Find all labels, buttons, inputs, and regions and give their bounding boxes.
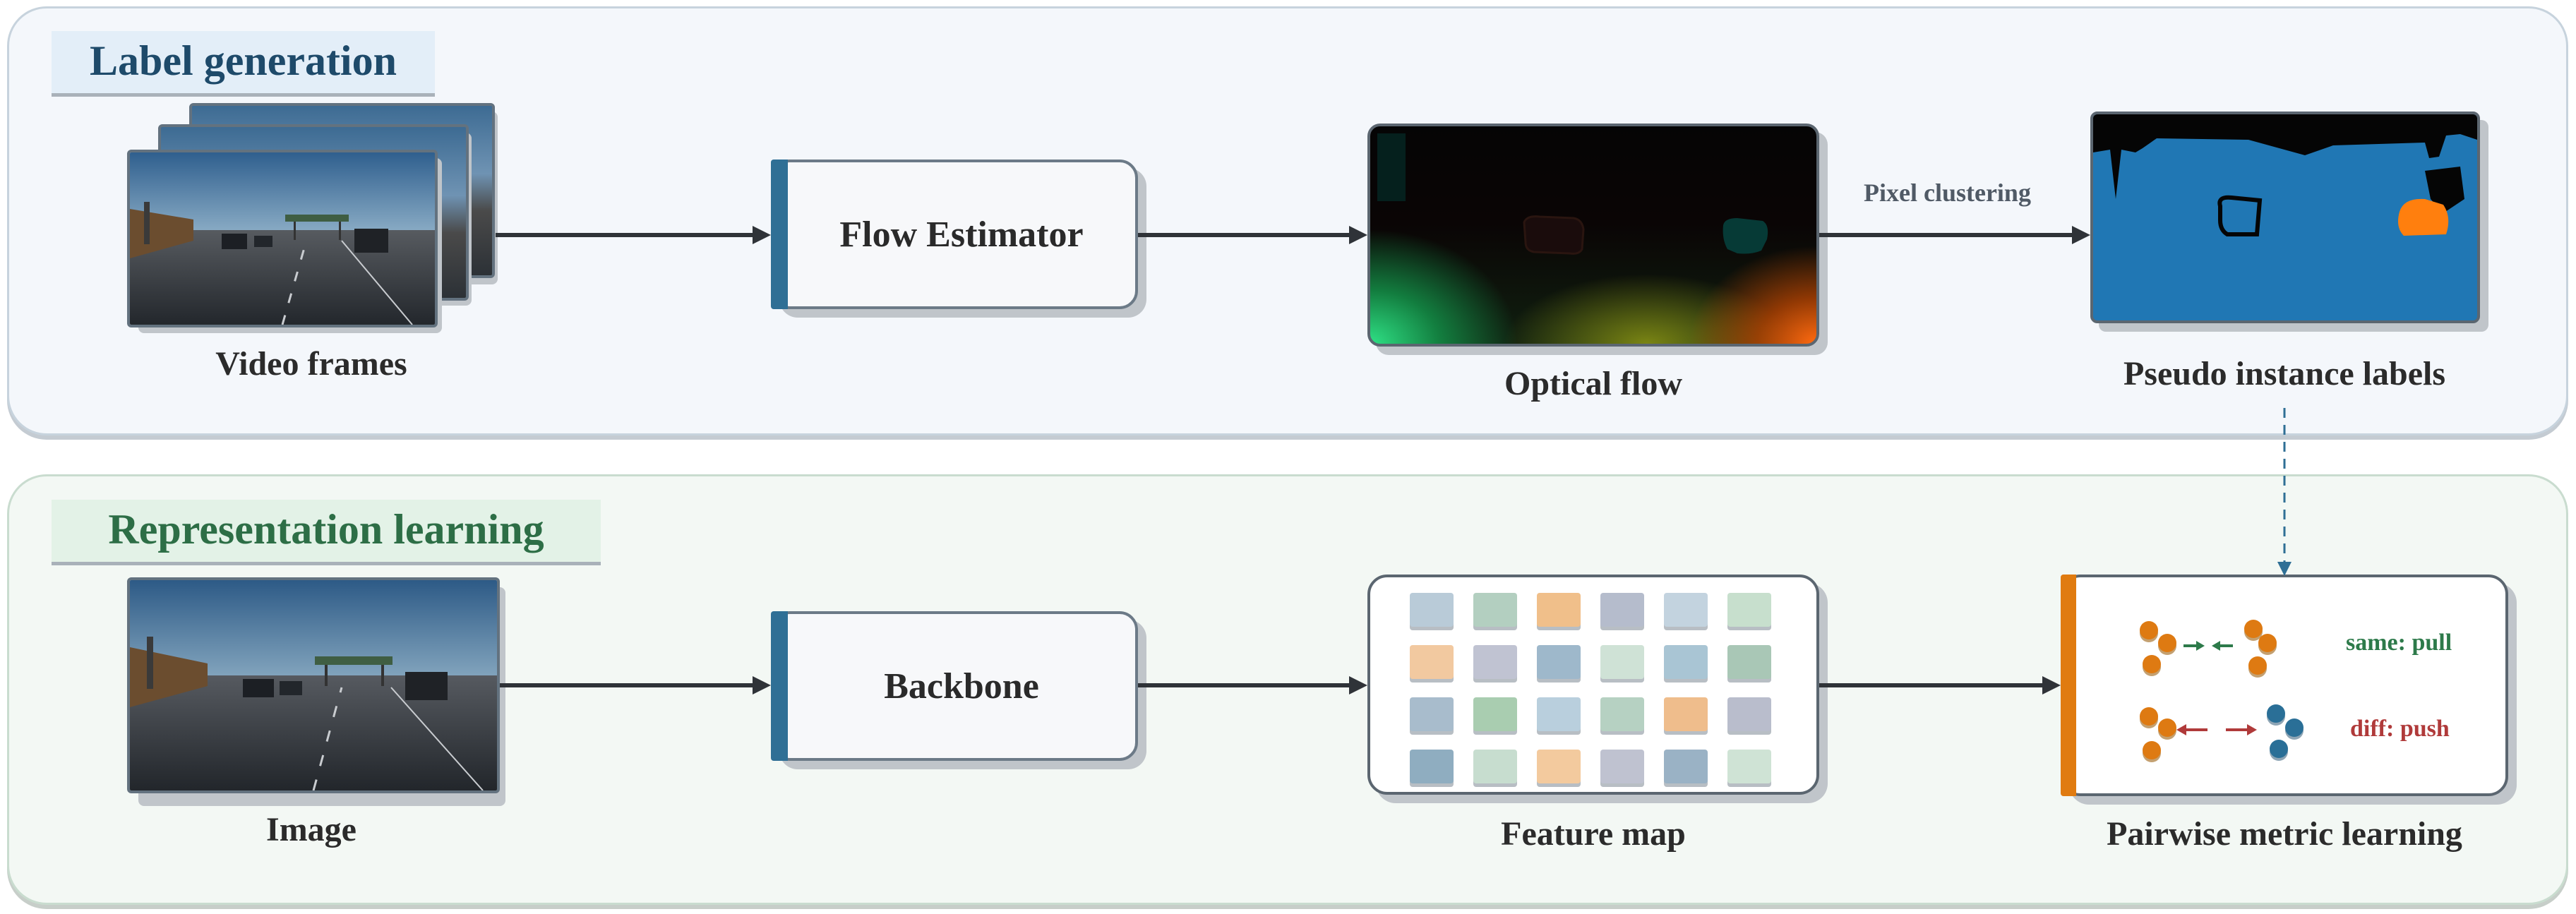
arrow-image-to-backbone bbox=[500, 676, 771, 694]
arrow-backbone-to-feature-map bbox=[1138, 676, 1367, 694]
orange-point bbox=[2140, 707, 2158, 726]
orange-point bbox=[2140, 621, 2158, 639]
orange-point bbox=[2244, 620, 2263, 638]
image-caption: Image bbox=[266, 811, 357, 848]
flow-estimator-label: Flow Estimator bbox=[839, 214, 1084, 255]
video-frames-caption: Video frames bbox=[215, 345, 407, 383]
dashed-arrow-labels-to-metric-learning bbox=[2277, 408, 2292, 576]
arrow-optical-flow-to-pseudo-labels bbox=[1819, 226, 2090, 244]
feature-cell bbox=[1537, 593, 1581, 627]
feature-cell bbox=[1664, 593, 1708, 627]
orange-point bbox=[2248, 656, 2267, 675]
feature-cell bbox=[1727, 697, 1771, 731]
feature-cell bbox=[1727, 593, 1771, 627]
feature-cell bbox=[1473, 593, 1517, 627]
feature-cell bbox=[1600, 593, 1644, 627]
diff-push-label: diff: push bbox=[2350, 716, 2450, 742]
feature-cell bbox=[1410, 593, 1454, 627]
feature-cell bbox=[1410, 750, 1454, 783]
arrow-feature-map-to-metric-learning bbox=[1819, 676, 2061, 694]
label-generation-title: Label generation bbox=[52, 31, 435, 93]
pseudo-labels-caption: Pseudo instance labels bbox=[2123, 355, 2446, 392]
flow-estimator-module: Flow Estimator bbox=[771, 160, 1138, 309]
feature-cell bbox=[1600, 750, 1644, 783]
feature-cell bbox=[1600, 645, 1644, 679]
feature-cell bbox=[1410, 645, 1454, 679]
pml-caption: Pairwise metric learning bbox=[2107, 815, 2462, 853]
pull-arrows bbox=[2176, 641, 2257, 735]
feature-cell bbox=[1664, 697, 1708, 731]
feature-cell bbox=[1664, 645, 1708, 679]
backbone-label: Backbone bbox=[884, 666, 1039, 706]
arrow-frames-to-flow-estimator bbox=[496, 226, 771, 244]
feature-cell bbox=[1600, 697, 1644, 731]
orange-point bbox=[2158, 634, 2176, 652]
blue-point bbox=[2285, 718, 2304, 737]
orange-point bbox=[2143, 741, 2161, 759]
blue-point bbox=[2267, 704, 2285, 723]
feature-cell bbox=[1537, 697, 1581, 731]
orange-point bbox=[2258, 634, 2277, 652]
feature-cell bbox=[1473, 750, 1517, 783]
feature-cell bbox=[1410, 697, 1454, 731]
same-pull-label: same: pull bbox=[2346, 630, 2452, 656]
feature-cell bbox=[1473, 697, 1517, 731]
feature-cell bbox=[1727, 750, 1771, 783]
feature-cell bbox=[1537, 750, 1581, 783]
video-frame-1 bbox=[127, 150, 438, 327]
feature-cell bbox=[1537, 645, 1581, 679]
blue-point bbox=[2270, 740, 2288, 758]
input-image bbox=[127, 577, 500, 793]
pairwise-metric-learning-box: same: pull diff: push bbox=[2061, 575, 2508, 796]
feature-map-caption: Feature map bbox=[1501, 815, 1686, 853]
pseudo-instance-labels-image bbox=[2090, 112, 2480, 323]
road-scene-image bbox=[130, 152, 435, 325]
optical-flow-image bbox=[1367, 124, 1819, 347]
feature-map bbox=[1367, 575, 1819, 795]
representation-learning-title: Representation learning bbox=[52, 500, 601, 562]
feature-cell bbox=[1664, 750, 1708, 783]
road-scene-image bbox=[130, 580, 497, 790]
feature-cell bbox=[1727, 645, 1771, 679]
optical-flow-caption: Optical flow bbox=[1504, 365, 1682, 402]
backbone-module: Backbone bbox=[771, 611, 1138, 761]
orange-point bbox=[2143, 655, 2161, 673]
arrow-flow-estimator-to-optical-flow bbox=[1138, 226, 1367, 244]
orange-point bbox=[2158, 718, 2176, 737]
feature-cell bbox=[1473, 645, 1517, 679]
pixel-clustering-label: Pixel clustering bbox=[1864, 179, 2031, 207]
